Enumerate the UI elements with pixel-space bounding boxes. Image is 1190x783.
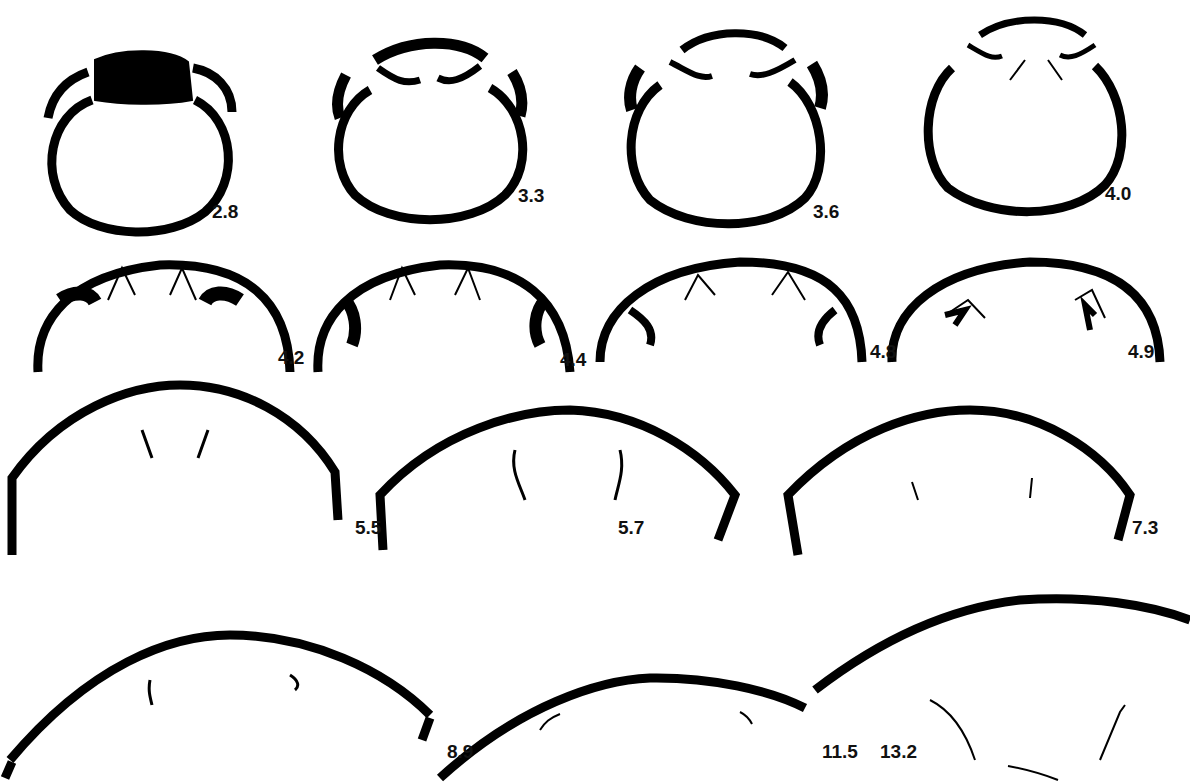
section-outline bbox=[815, 599, 1190, 780]
section-depth-label: 11.5 bbox=[822, 742, 858, 761]
section-outline bbox=[318, 265, 570, 372]
section-outline bbox=[788, 410, 1130, 555]
section-outline bbox=[5, 635, 430, 778]
section-depth-label: 5.7 bbox=[618, 518, 644, 537]
section-depth-label: 3.3 bbox=[518, 186, 544, 205]
section-outline bbox=[380, 410, 735, 550]
section-depth-label: 4.2 bbox=[278, 348, 304, 367]
section-depth-label: 13.2 bbox=[880, 742, 917, 761]
section-outline bbox=[928, 20, 1122, 212]
section-outline bbox=[48, 51, 232, 232]
section-depth-label: 8.9 bbox=[447, 742, 473, 761]
section-depth-label: 4.0 bbox=[1105, 184, 1131, 203]
section-depth-label: 2.8 bbox=[212, 202, 238, 221]
section-outline bbox=[38, 265, 290, 372]
section-outline bbox=[892, 262, 1160, 362]
section-depth-label: 7.3 bbox=[1132, 518, 1158, 537]
section-depth-label: 4.4 bbox=[560, 350, 586, 369]
section-outline bbox=[338, 43, 523, 220]
section-outline bbox=[630, 33, 822, 224]
section-depth-label: 3.6 bbox=[813, 202, 839, 221]
section-outline bbox=[440, 678, 805, 778]
section-depth-label: 4.9 bbox=[1128, 342, 1154, 361]
section-outline bbox=[12, 385, 338, 555]
section-outline bbox=[600, 262, 862, 362]
section-depth-label: 5.5 bbox=[355, 518, 381, 537]
section-depth-label: 4.8 bbox=[870, 342, 896, 361]
